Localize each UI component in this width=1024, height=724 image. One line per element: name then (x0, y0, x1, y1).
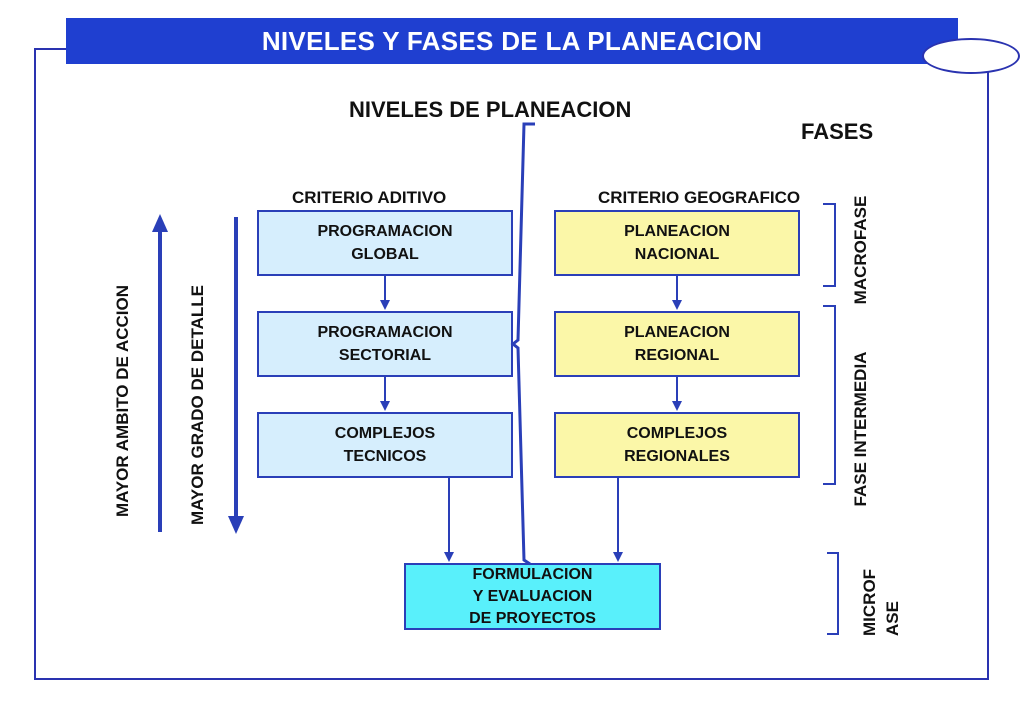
box-planeacion-nacional: PLANEACION NACIONAL (554, 210, 800, 276)
box-programacion-global: PROGRAMACION GLOBAL (257, 210, 513, 276)
box-complejos-tecnicos: COMPLEJOS TECNICOS (257, 412, 513, 478)
label-mayor-ambito: MAYOR AMBITO DE ACCION (113, 284, 132, 518)
label-fase-intermedia: FASE INTERMEDIA (851, 351, 870, 507)
box-complejos-regionales: COMPLEJOS REGIONALES (554, 412, 800, 478)
label-mayor-detalle: MAYOR GRADO DE DETALLE (188, 285, 207, 525)
label-microfase: MICROF ASE (860, 568, 902, 636)
box-formulacion-proyectos: FORMULACION Y EVALUACION DE PROYECTOS (404, 563, 661, 630)
criterio-geografico-label: CRITERIO GEOGRAFICO (598, 188, 801, 207)
box-planeacion-regional: PLANEACION REGIONAL (554, 311, 800, 377)
fases-heading: FASES (801, 119, 874, 144)
decorative-oval (922, 38, 1020, 74)
page-title: NIVELES Y FASES DE LA PLANEACION (66, 18, 958, 64)
box-programacion-sectorial: PROGRAMACION SECTORIAL (257, 311, 513, 377)
criterio-aditivo-label: CRITERIO ADITIVO (292, 188, 447, 207)
label-macrofase: MACROFASE (851, 195, 870, 305)
niveles-heading: NIVELES DE PLANEACION (349, 97, 632, 122)
